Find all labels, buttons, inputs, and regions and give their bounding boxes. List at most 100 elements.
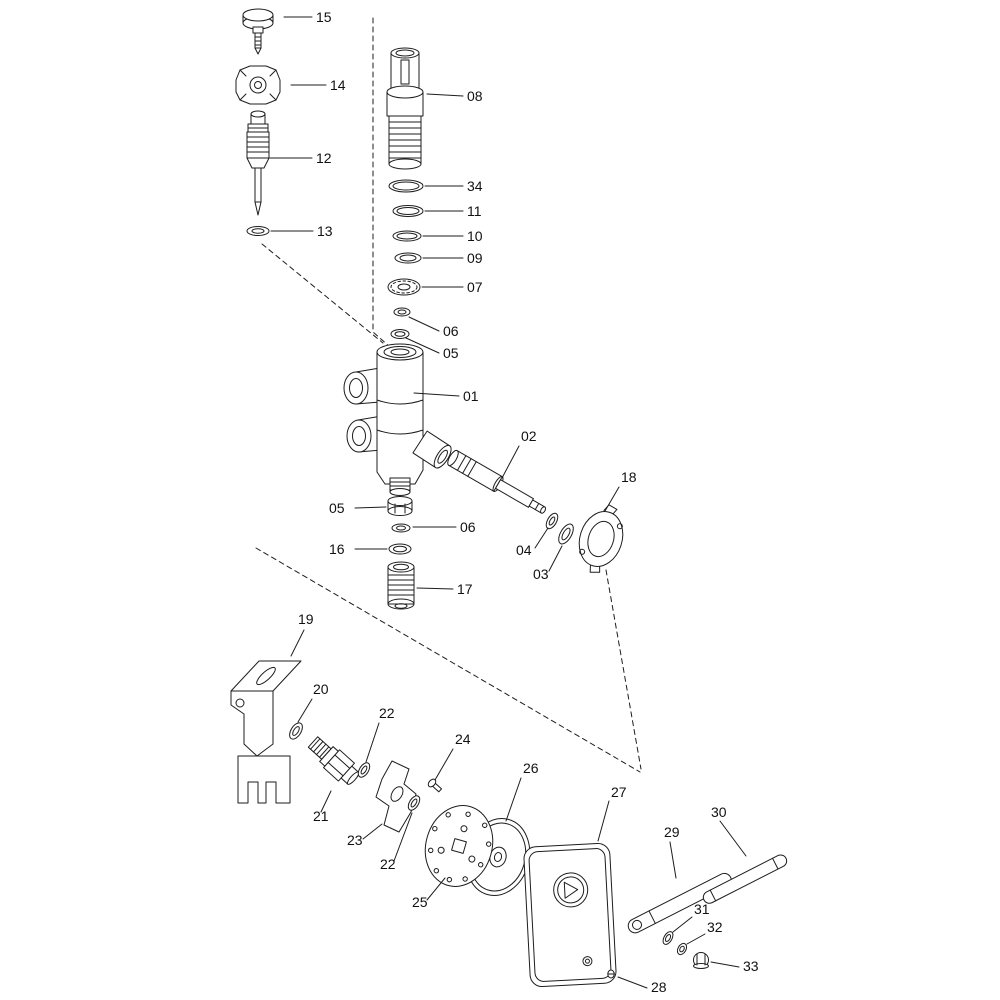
callout-label-22: 22	[380, 856, 396, 872]
part-22-washer-b	[407, 795, 421, 811]
callout-leader-26	[505, 777, 522, 822]
part-23-lock-plate	[375, 760, 417, 833]
part-06-ring-upper	[393, 307, 411, 317]
part-08-cartridge	[386, 47, 424, 170]
callout-leader-22	[365, 722, 380, 763]
part-34-o-ring	[388, 179, 424, 193]
callout-leader-03	[548, 545, 563, 572]
part-33-cap-nut	[693, 952, 709, 969]
callout-label-28: 28	[651, 979, 667, 995]
callout-label-06: 06	[460, 519, 476, 535]
callout-leader-01	[413, 392, 460, 397]
part-05-nut-lower	[387, 496, 413, 516]
callout-label-15: 15	[316, 9, 332, 25]
part-28-screw	[607, 969, 615, 979]
callout-leader-08	[426, 93, 464, 97]
part-18-flange-plate	[578, 504, 624, 573]
part-29-lever	[627, 872, 732, 934]
callout-leader-02	[501, 445, 520, 479]
callout-leader-31	[672, 916, 693, 933]
part-27-cover-box	[523, 842, 617, 988]
callout-label-01: 01	[463, 388, 479, 404]
part-05-ring-upper	[390, 329, 410, 339]
callout-label-26: 26	[523, 760, 539, 776]
callout-leader-21	[320, 790, 332, 813]
part-06-ring-lower	[391, 523, 411, 533]
callout-label-34: 34	[467, 178, 483, 194]
callout-label-25: 25	[412, 894, 428, 910]
callout-leader-22	[393, 812, 413, 862]
part-10-o-ring	[392, 230, 422, 242]
part-12-cartridge-stem	[246, 110, 270, 216]
callout-label-17: 17	[457, 581, 473, 597]
callout-label-20: 20	[313, 681, 329, 697]
callout-leader-06	[408, 316, 440, 332]
callout-leader-33	[710, 961, 740, 968]
part-20-o-ring	[289, 722, 303, 740]
part-24-pin	[427, 778, 443, 793]
callout-label-32: 32	[707, 919, 723, 935]
callout-leader-24	[434, 748, 454, 781]
part-30-handle	[702, 854, 788, 904]
part-07-gear-washer	[387, 278, 421, 296]
part-32-ring	[676, 942, 688, 956]
part-31-washer	[662, 931, 674, 945]
part-11-o-ring	[392, 205, 424, 217]
part-03-washer	[558, 523, 574, 545]
callout-label-19: 19	[298, 611, 314, 627]
part-01-valve-body	[343, 343, 452, 496]
callout-label-22: 22	[379, 705, 395, 721]
callouts-layer: 1514121308341110090706050102180403050616…	[269, 9, 759, 995]
callout-leader-20	[297, 698, 313, 723]
part-04-washer	[545, 512, 559, 530]
callout-leader-18	[604, 486, 620, 512]
part-09-ring	[394, 252, 422, 264]
callout-label-30: 30	[711, 804, 727, 820]
callout-leader-04	[534, 527, 549, 549]
callout-label-03: 03	[533, 566, 549, 582]
callout-leader-05	[354, 506, 387, 509]
callout-label-02: 02	[521, 428, 537, 444]
callout-label-33: 33	[743, 958, 759, 974]
callout-leader-05	[405, 337, 440, 354]
part-21-fitting	[307, 736, 360, 785]
callout-label-24: 24	[455, 731, 471, 747]
part-25-friction-disc	[424, 805, 494, 887]
part-19-bracket	[230, 660, 302, 804]
callout-label-31: 31	[694, 901, 710, 917]
part-22-washer-a	[357, 762, 371, 778]
callout-label-16: 16	[329, 541, 345, 557]
part-16-o-ring	[388, 543, 412, 555]
callout-label-10: 10	[467, 228, 483, 244]
part-15-cap-screw	[242, 8, 274, 55]
callout-label-08: 08	[467, 88, 483, 104]
callout-label-14: 14	[330, 77, 346, 93]
callout-label-06: 06	[443, 323, 459, 339]
callout-label-27: 27	[611, 784, 627, 800]
callout-leader-28	[617, 976, 648, 989]
callout-leader-29	[669, 841, 677, 879]
callout-leader-19	[290, 629, 305, 657]
part-13-washer	[246, 226, 270, 236]
callout-label-13: 13	[317, 223, 333, 239]
callout-label-11: 11	[467, 203, 482, 219]
callout-leader-27	[597, 800, 610, 842]
callout-label-05: 05	[443, 345, 459, 361]
callout-label-12: 12	[316, 150, 332, 166]
callout-leader-25	[426, 877, 446, 901]
part-02-spindle	[447, 449, 547, 514]
part-17-adapter	[387, 561, 415, 610]
callout-label-04: 04	[516, 542, 532, 558]
callout-label-07: 07	[467, 279, 483, 295]
part-14-bonnet-block	[235, 65, 281, 105]
callout-label-21: 21	[313, 808, 329, 824]
callout-label-23: 23	[347, 832, 363, 848]
callout-leader-23	[362, 823, 383, 840]
callout-label-18: 18	[621, 469, 637, 485]
callout-leader-30	[719, 820, 747, 857]
callout-label-29: 29	[664, 824, 680, 840]
callout-leader-17	[416, 587, 454, 590]
callout-label-09: 09	[467, 250, 483, 266]
